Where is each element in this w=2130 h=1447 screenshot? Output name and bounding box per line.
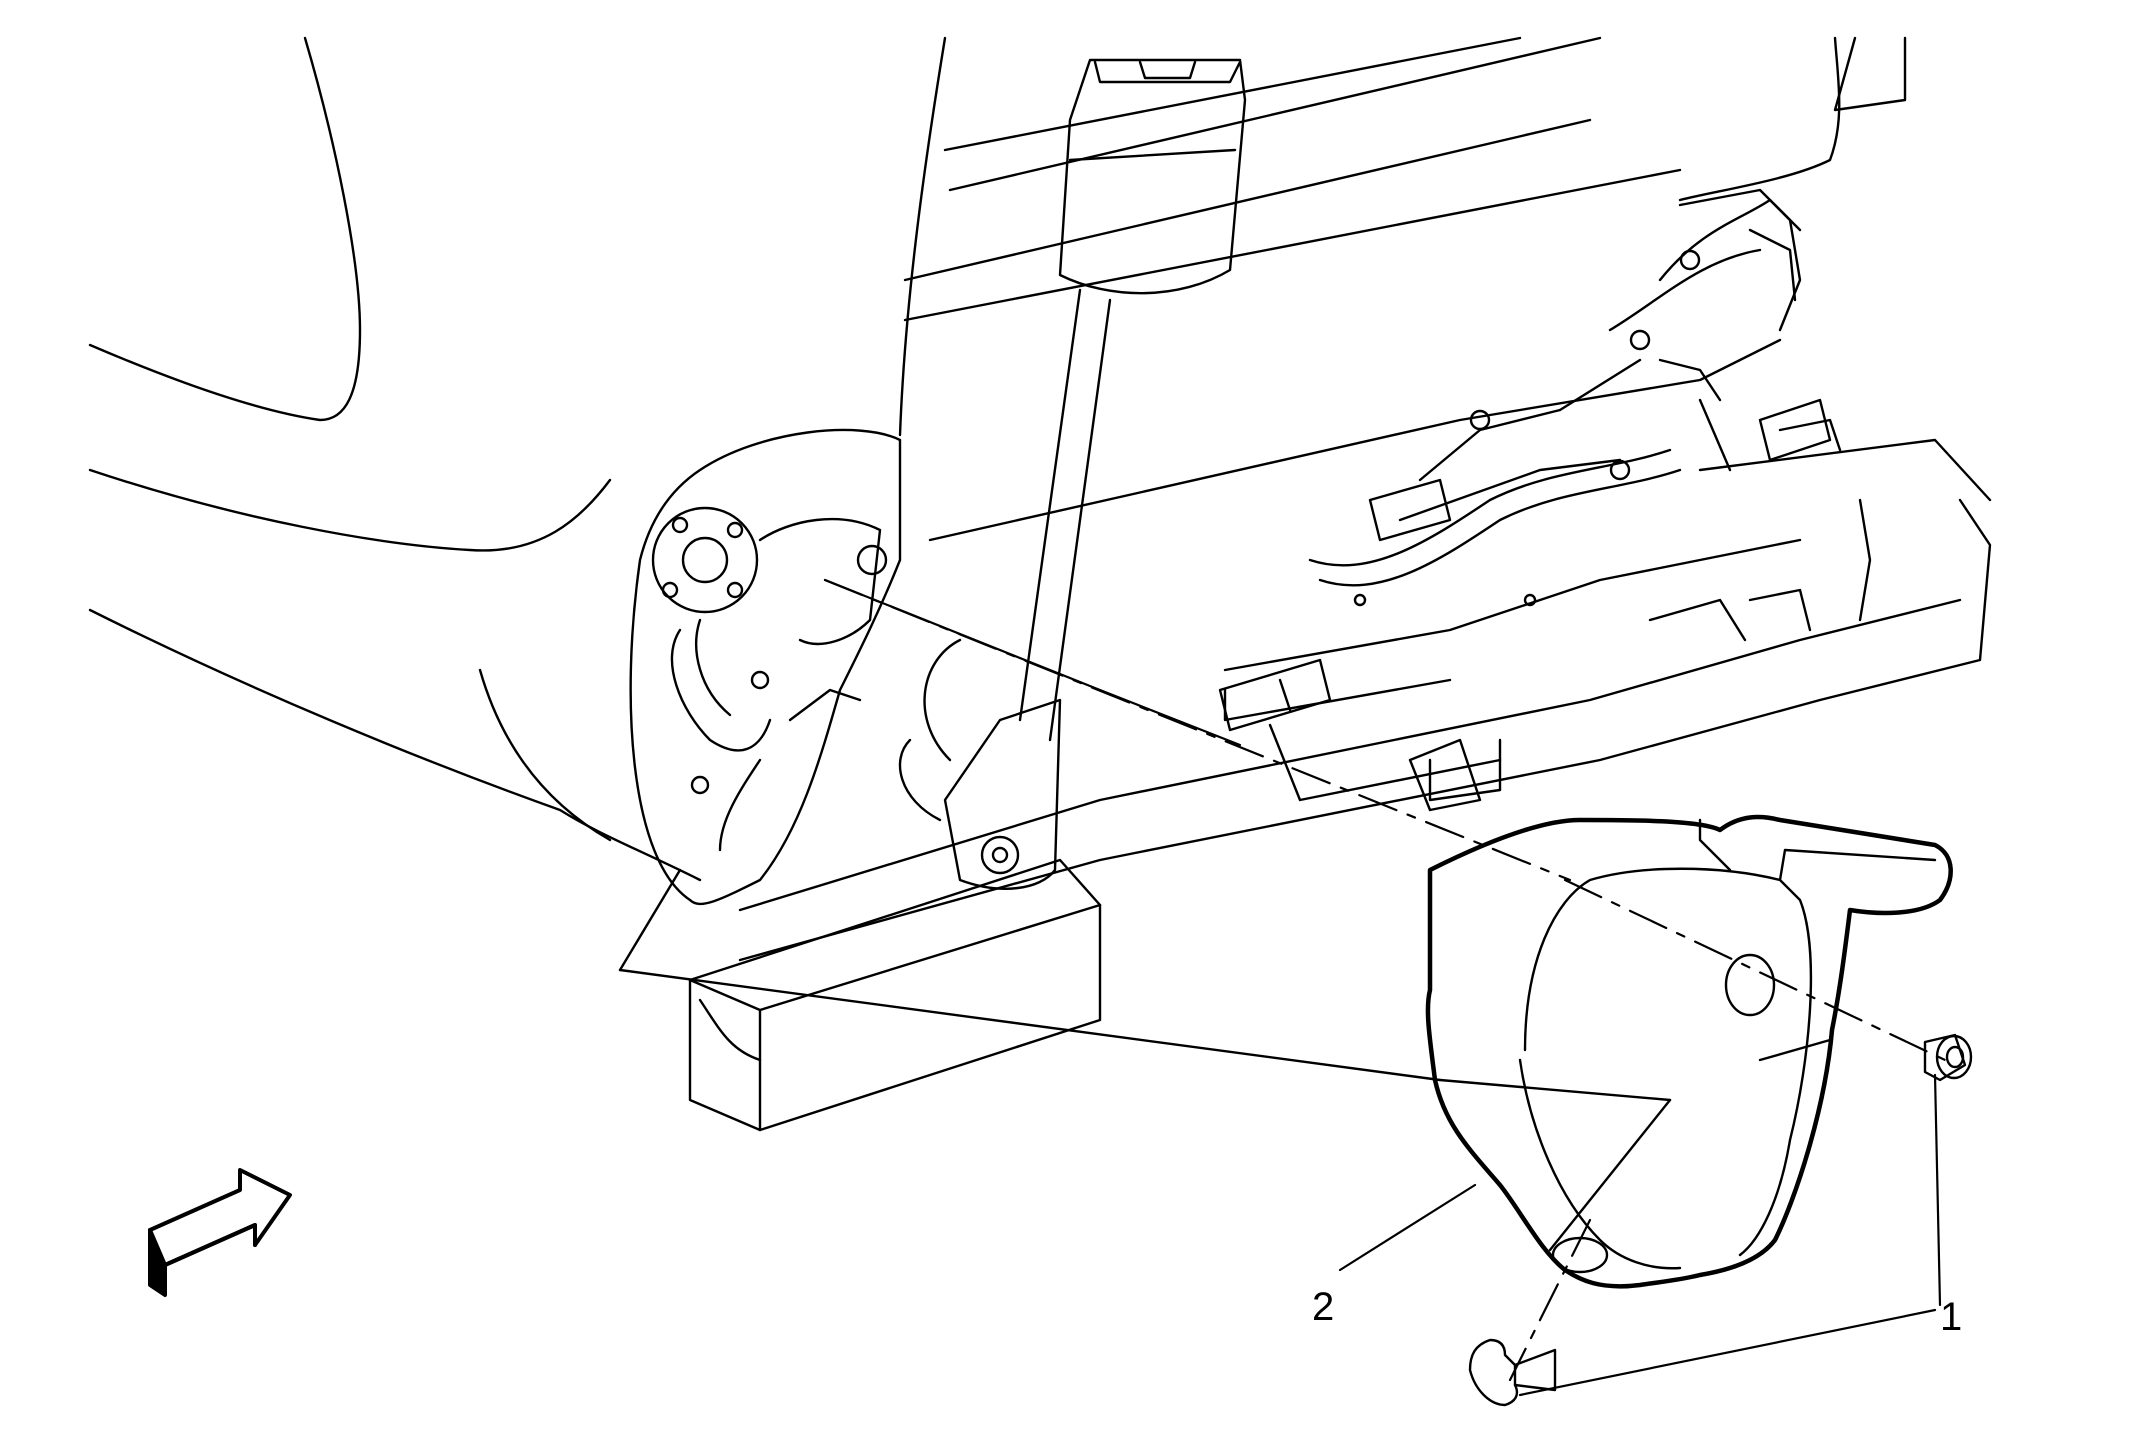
seat-belt-buckle [898,58,1247,890]
recliner-cover [1425,814,1953,1289]
seat-cushion-outline [88,36,1907,882]
alignment-dashed-line [823,578,1947,1382]
callout-leaders [1338,1073,1942,1397]
cover-screw-lower [1468,1338,1557,1407]
cover-screw-upper [1923,1033,1973,1082]
callout-label-2: 2 [1312,1285,1334,1329]
forward-arrow-icon [148,1168,292,1297]
detail-leader-lines [618,868,1672,1252]
alignment-solid-segment [823,578,1242,747]
seat-adjuster-track [688,418,1992,1132]
wiring-harness [1218,249,1832,812]
recliner-mechanism [629,428,902,906]
seat-frame-rails [903,36,1802,542]
callout-label-1: 1 [1940,1295,1962,1339]
